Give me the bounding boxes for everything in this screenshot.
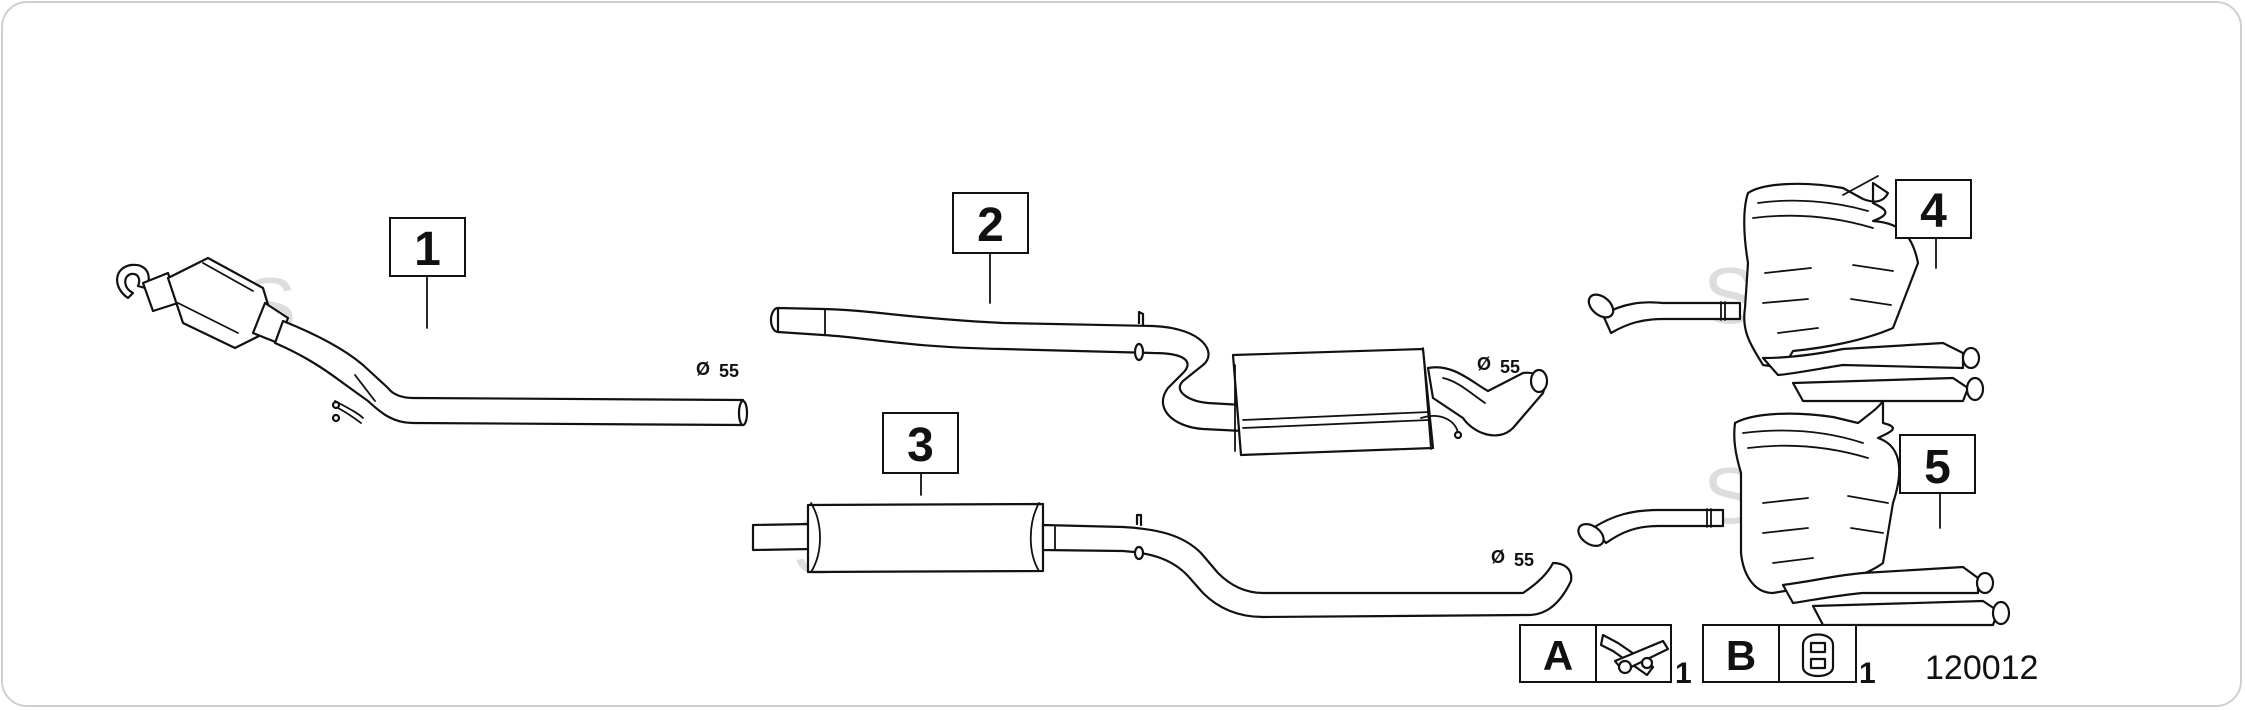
rubber-hanger-icon (1801, 633, 1835, 678)
part-2-number: 2 (977, 199, 1004, 252)
part-2-centre-silencer (769, 306, 1549, 457)
part-1-front-pipe (116, 256, 749, 427)
part-3-number: 3 (907, 419, 934, 472)
part-2-callout: 2 (952, 192, 1029, 304)
part-3-intermediate-silencer (751, 502, 1573, 619)
diameter-value: 55 (719, 361, 739, 381)
accessory-a: A 1 (1519, 624, 1692, 690)
diameter-value: 55 (1514, 550, 1534, 570)
part-1-number: 1 (414, 223, 441, 276)
diameter-label-part-2: Ø 55 (1477, 354, 1520, 377)
exhaust-diagram: S S S S S (116, 175, 2038, 690)
diameter-label-part-1: Ø 55 (696, 359, 739, 381)
part-1-callout: 1 (389, 217, 466, 329)
diameter-symbol: Ø (1477, 354, 1491, 374)
diameter-label-part-3: Ø 55 (1491, 547, 1534, 570)
part-5-rear-silencer (1577, 399, 2011, 627)
part-4-callout: 4 (1895, 179, 1972, 269)
diameter-value: 55 (1500, 357, 1520, 377)
clamp-icon (1599, 633, 1670, 677)
accessory-letter: A (1543, 632, 1573, 679)
part-5-callout: 5 (1899, 434, 1976, 529)
accessory-quantity: 1 (1675, 657, 1692, 690)
drawing-number: 120012 (1925, 649, 2038, 687)
accessory-quantity: 1 (1859, 657, 1876, 690)
accessory-letter: B (1726, 632, 1756, 679)
part-3-callout: 3 (882, 412, 959, 496)
diameter-symbol: Ø (1491, 547, 1505, 567)
accessory-b: B 1 (1702, 624, 1876, 690)
part-4-rear-silencer (1587, 175, 1985, 403)
diameter-symbol: Ø (696, 359, 710, 379)
part-5-number: 5 (1924, 441, 1951, 494)
part-4-number: 4 (1920, 185, 1947, 238)
